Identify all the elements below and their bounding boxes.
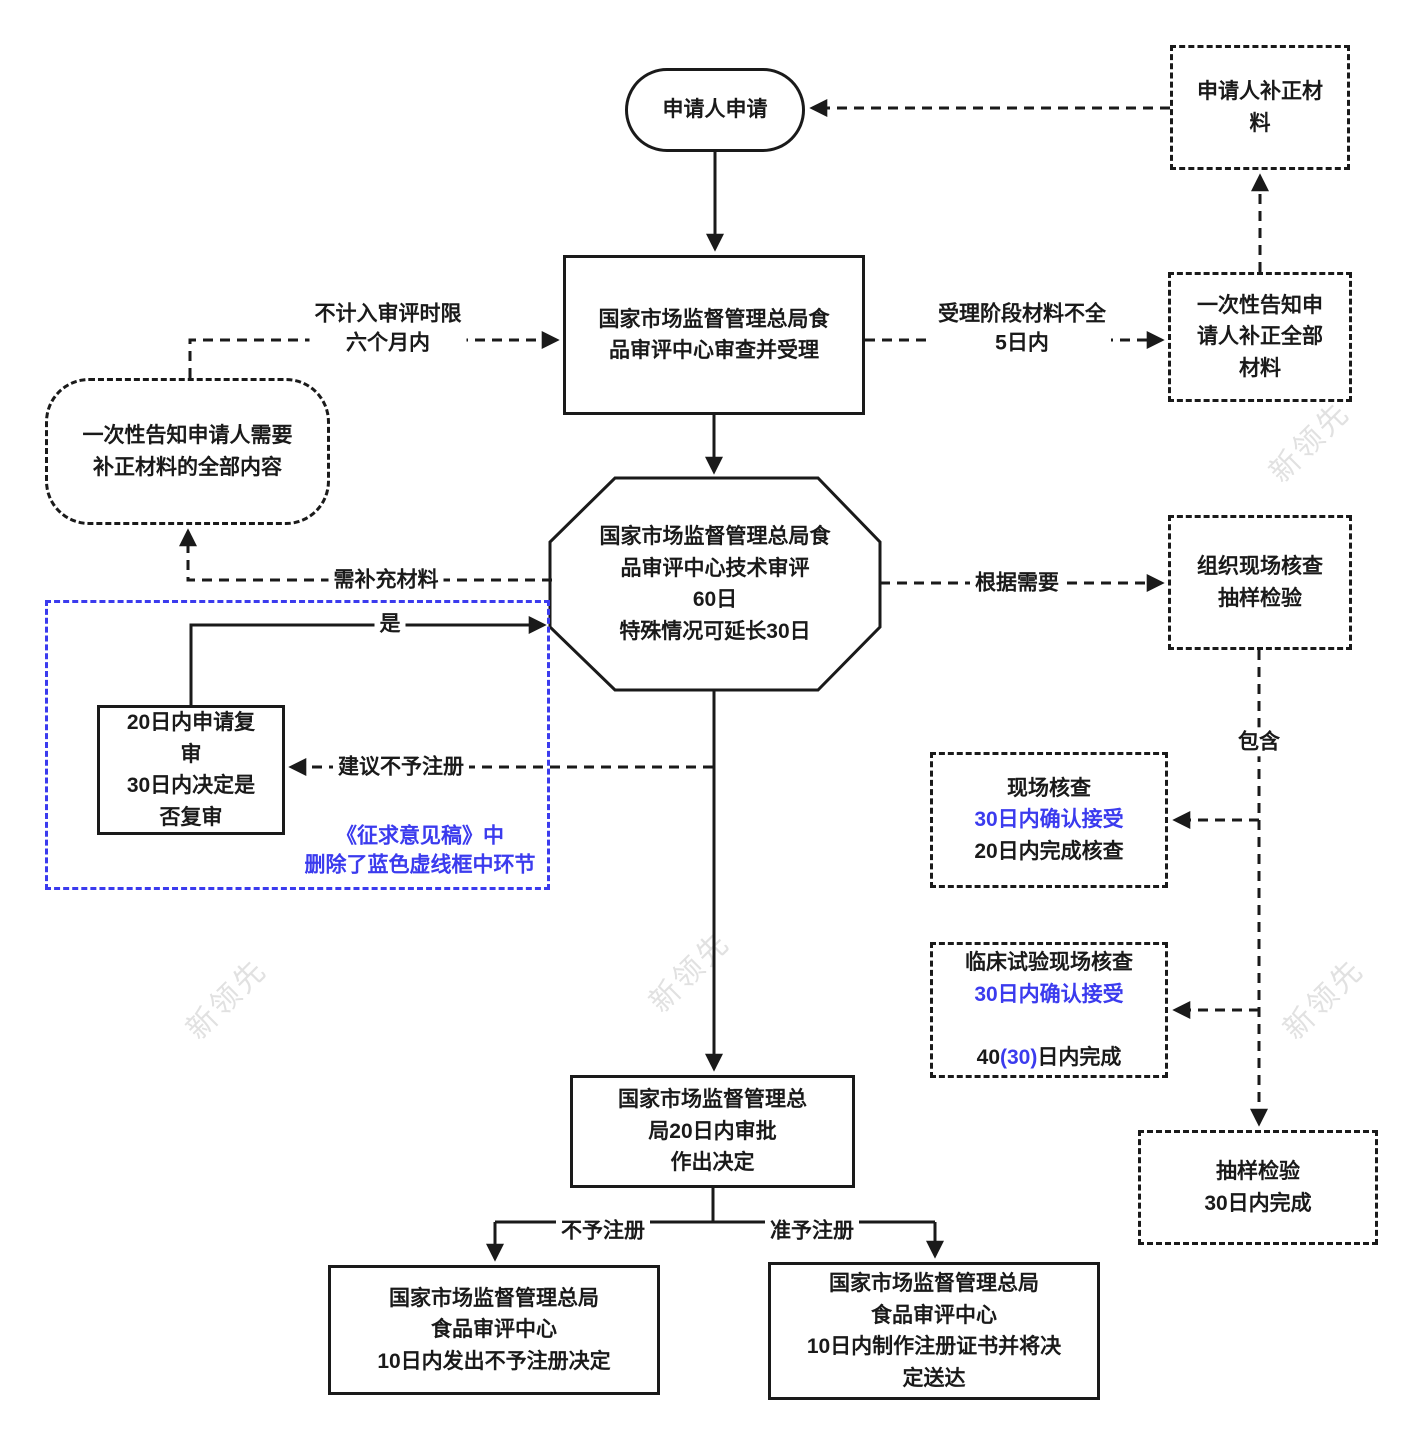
node-approval-decision: 国家市场监督管理总 局20日内审批 作出决定 (570, 1075, 855, 1188)
label-incomplete-materials: 受理阶段材料不全 5日内 (933, 299, 1111, 359)
arrow-reexam-to-review (189, 616, 547, 705)
node-grant-registration: 国家市场监督管理总局 食品审评中心 10日内制作注册证书并将决 定送达 (768, 1262, 1100, 1400)
node-tech-review: 国家市场监督管理总局食 品审评中心技术审评 60日 特殊情况可延长30日 (599, 525, 831, 643)
arrow-notify-content-to-acceptance (188, 331, 560, 378)
node-sampling-test: 抽样检验 30日内完成 (1138, 1130, 1378, 1245)
node-onsite-inspection-org: 组织现场核查 抽样检验 (1168, 515, 1352, 650)
label-blue-note: 《征求意见稿》中 删除了蓝色虚线框中环节 (304, 824, 536, 877)
clinical-check-line3-black1: 40 (976, 1045, 1000, 1069)
node-acceptance-review: 国家市场监督管理总局食 品审评中心审查并受理 (563, 255, 865, 415)
node-notify-all-content: 一次性告知申请人需要 补正材料的全部内容 (45, 378, 330, 525)
label-grant-registration: 准予注册 (765, 1216, 859, 1246)
label-need-supplement: 需补充材料 (328, 565, 444, 595)
node-applicant: 申请人申请 (625, 68, 805, 152)
onsite-check-line2: 30日内确认接受 (974, 808, 1124, 832)
label-yes: 是 (374, 609, 406, 639)
node-notify-full-materials: 一次性告知申 请人补正全部 材料 (1168, 272, 1352, 402)
onsite-check-line1: 现场核查 (1007, 776, 1091, 800)
node-deny-registration: 国家市场监督管理总局 食品审评中心 10日内发出不予注册决定 (328, 1265, 660, 1395)
label-not-counted: 不计入审评时限 六个月内 (309, 299, 467, 359)
blue-dashed-frame (45, 600, 550, 890)
label-include: 包含 (1233, 727, 1285, 757)
node-supplement-materials: 申请人补正材 料 (1170, 45, 1350, 170)
clinical-check-line3-blue: (30) (1000, 1045, 1038, 1069)
label-as-needed: 根据需要 (970, 568, 1064, 598)
onsite-check-line3: 20日内完成核查 (974, 839, 1124, 863)
clinical-check-line3-black2: 日内完成 (1037, 1045, 1122, 1069)
label-suggest-deny: 建议不予注册 (333, 752, 469, 782)
label-deny-registration: 不予注册 (556, 1216, 650, 1246)
clinical-check-line3: 40(30)日内完成 (977, 1010, 1122, 1073)
node-reexam-request: 20日内申请复 审 30日内决定是 否复审 (97, 705, 285, 835)
clinical-check-line2: 30日内确认接受 (974, 982, 1124, 1006)
tech-review-octagon (548, 476, 882, 692)
clinical-check-line1: 临床试验现场核查 (965, 951, 1133, 974)
node-onsite-check: 现场核查 30日内确认接受 20日内完成核查 (930, 752, 1168, 888)
node-clinical-check: 临床试验现场核查 30日内确认接受 40(30)日内完成 (930, 942, 1168, 1078)
